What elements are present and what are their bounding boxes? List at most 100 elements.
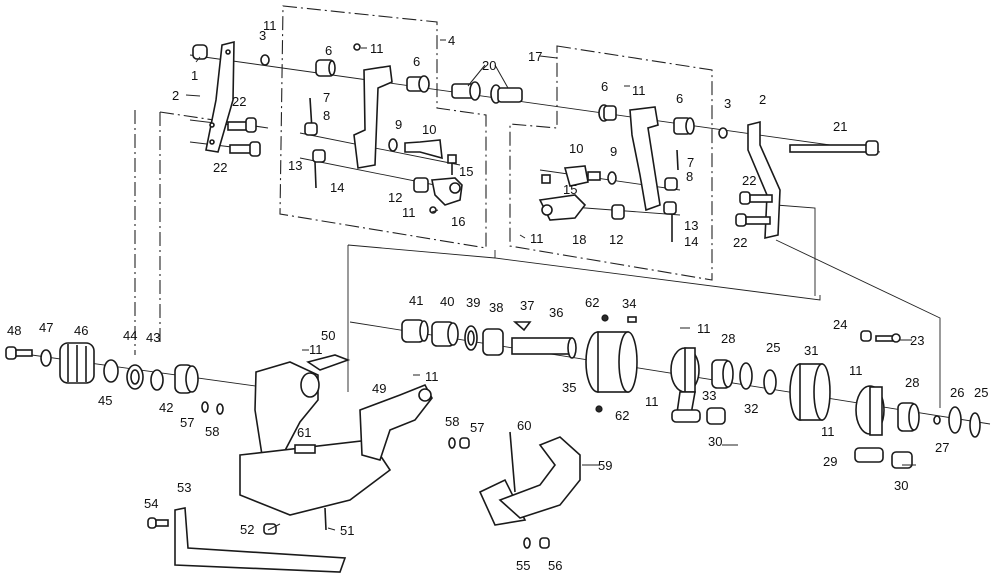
- cotter-pin-7b: [676, 149, 679, 171]
- callout-22c: 22: [742, 173, 756, 188]
- callout-13-right: 13: [684, 218, 698, 233]
- callout-41: 41: [409, 293, 423, 308]
- axis-line: [299, 132, 461, 166]
- screw-15b: [541, 174, 551, 184]
- callout-11d: 11: [530, 231, 544, 246]
- callout-28b: 28: [905, 375, 919, 390]
- callout-15-right: 15: [563, 182, 577, 197]
- bearing-28b: [897, 402, 920, 432]
- key-34: [627, 316, 637, 323]
- callout-16: 16: [451, 214, 465, 229]
- callout-58-center: 58: [445, 414, 459, 429]
- bolt-23: [875, 333, 901, 343]
- callout-18: 18: [572, 232, 586, 247]
- callout-51: 51: [340, 523, 354, 538]
- callout-56: 56: [548, 558, 562, 573]
- shaft-36: [511, 337, 577, 359]
- pin-60: [509, 431, 516, 493]
- callout-23: 23: [910, 333, 924, 348]
- callout-10-left: 10: [422, 122, 436, 137]
- callout-61: 61: [297, 425, 311, 440]
- callout-11e: 11: [309, 342, 323, 357]
- callout-30a: 30: [708, 434, 722, 449]
- leader-lines: [185, 39, 916, 531]
- bolt-21: [789, 140, 879, 156]
- bolt-22-lower-right: [735, 213, 771, 227]
- callout-7-left: 7: [323, 90, 330, 105]
- callout-11f: 11: [425, 369, 439, 384]
- callout-58-left: 58: [205, 424, 219, 439]
- callout-28a: 28: [721, 331, 735, 346]
- washer-3-right: [718, 127, 728, 139]
- bolt-22-upper-right: [739, 191, 773, 205]
- callout-29: 29: [823, 454, 837, 469]
- screw-61: [294, 444, 316, 454]
- callout-53: 53: [177, 480, 191, 495]
- callout-14-left: 14: [330, 180, 344, 195]
- grub-screw-62-bottom: [595, 405, 603, 413]
- bracket-housing: [254, 361, 320, 461]
- rod-end-10b: [563, 165, 601, 187]
- subassembly-4-boundary: [279, 5, 487, 249]
- bracket-49: [359, 383, 433, 461]
- callout-9-right: 9: [610, 144, 617, 159]
- callout-6d: 6: [676, 91, 683, 106]
- callout-38: 38: [489, 300, 503, 315]
- callout-14-right: 14: [684, 234, 698, 249]
- callout-1: 1: [191, 68, 198, 83]
- callout-11j: 11: [821, 424, 835, 439]
- callout-27: 27: [935, 440, 949, 455]
- callout-11b: 11: [402, 205, 416, 220]
- callout-59: 59: [598, 458, 612, 473]
- callout-13-left: 13: [288, 158, 302, 173]
- washer-55: [523, 537, 531, 549]
- bushing-12: [413, 177, 429, 193]
- ball-joint-16: [431, 177, 463, 206]
- callout-25a: 25: [766, 340, 780, 355]
- callout-22a: 22: [232, 94, 246, 109]
- callout-11i: 11: [849, 363, 863, 378]
- callout-2-left: 2: [172, 88, 179, 103]
- frame-outline-right: [775, 204, 941, 408]
- callout-57-left: 57: [180, 415, 194, 430]
- seal-39: [464, 325, 478, 351]
- washer-47: [40, 349, 52, 367]
- callout-11h: 11: [645, 394, 659, 409]
- callout-6a: 6: [325, 43, 332, 58]
- pin-14: [314, 161, 317, 189]
- grease-nipple-11: [353, 43, 361, 51]
- callout-44: 44: [123, 328, 137, 343]
- washer-3-left: [260, 54, 270, 66]
- subassembly-17-boundary: [509, 45, 713, 281]
- callout-22d: 22: [733, 235, 747, 250]
- flywheel-31: [789, 363, 831, 421]
- rod-end-10: [404, 139, 443, 160]
- crank-29: [854, 385, 885, 463]
- screw-48: [5, 346, 33, 360]
- bushing-6d: [673, 117, 695, 135]
- callout-39: 39: [466, 295, 480, 310]
- callout-48: 48: [7, 323, 21, 338]
- callout-25b: 25: [974, 385, 988, 400]
- callout-10-right: 10: [569, 141, 583, 156]
- bushing-30b: [891, 451, 913, 469]
- callout-7-right: 7: [687, 155, 694, 170]
- callout-54: 54: [144, 496, 158, 511]
- callout-3-right: 3: [724, 96, 731, 111]
- washer-43: [150, 369, 164, 391]
- callout-9-left: 9: [395, 117, 402, 132]
- grub-screw-62-top: [601, 314, 609, 322]
- callout-42: 42: [159, 400, 173, 415]
- callout-49: 49: [372, 381, 386, 396]
- nut-57-center: [459, 437, 470, 449]
- washer-45: [103, 359, 119, 383]
- callout-3-left: 3: [259, 28, 266, 43]
- callout-11a: 11: [370, 41, 384, 56]
- bearing-28a: [711, 359, 734, 389]
- bolt-22-lower-left: [229, 141, 261, 157]
- washer-9b: [607, 171, 617, 185]
- callout-22b: 22: [213, 160, 227, 175]
- callout-24: 24: [833, 317, 847, 332]
- callout-17: 17: [528, 49, 542, 64]
- callout-55: 55: [516, 558, 530, 573]
